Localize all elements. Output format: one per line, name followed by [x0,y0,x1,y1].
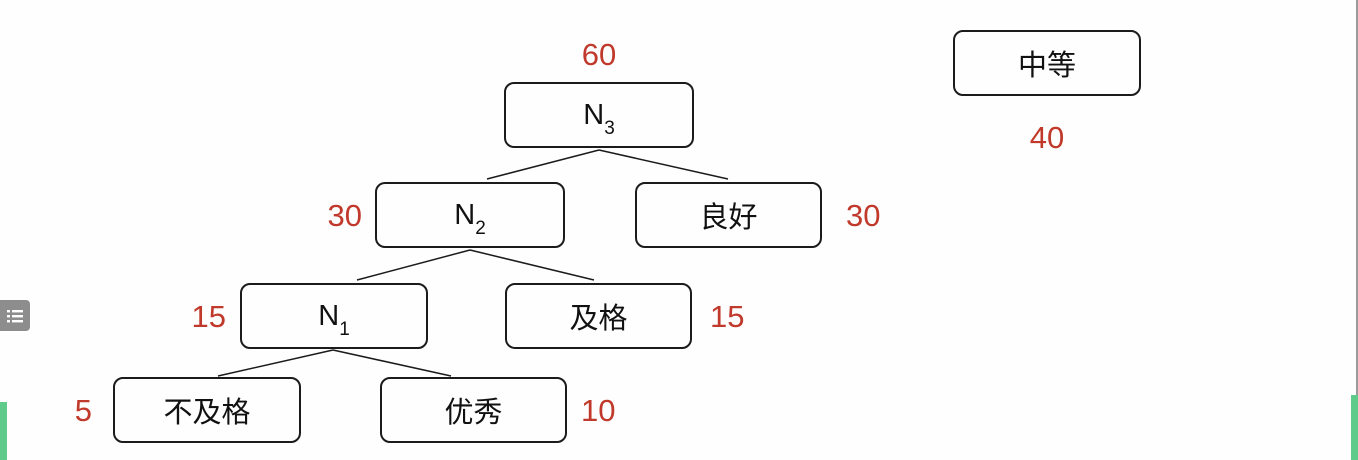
weight-n1: 15 [191,299,226,334]
node-label-jige: 及格 [569,303,628,335]
node-label-n2: N2 [454,198,486,240]
tree-node-n2: N2 [375,182,565,248]
node-label-youxiu: 优秀 [444,397,503,429]
node-label-n3: N3 [583,98,615,140]
node-label-lianghao: 良好 [699,202,758,234]
tree-node-zhongdeng: 中等 [953,30,1141,96]
tree-node-jige: 及格 [505,283,692,349]
tree-node-bujige: 不及格 [113,377,301,443]
edge-n2-n1 [356,249,471,281]
weight-n3: 60 [581,37,617,72]
node-label-zhongdeng: 中等 [1017,50,1076,82]
weight-n2: 30 [327,198,362,233]
node-label-bujige: 不及格 [163,397,251,429]
weight-zhongdeng: 40 [1029,120,1065,155]
weight-jige: 15 [710,299,745,334]
node-label-n1: N1 [318,299,350,341]
edge-n3-n2 [486,149,600,180]
right-green-edge-bar [1351,395,1358,460]
list-panel-button[interactable] [0,300,30,331]
edge-n3-lianghao [598,149,729,180]
left-green-edge-bar [0,402,7,460]
weight-bujige: 5 [74,393,92,428]
tree-node-n1: N1 [240,283,428,349]
bullet-list-icon [7,309,23,322]
edge-n1-youxiu [332,349,452,377]
weight-lianghao: 30 [846,198,881,233]
tree-node-youxiu: 优秀 [380,377,567,443]
weight-youxiu: 10 [581,393,616,428]
right-edge-divider [1356,0,1358,460]
tree-node-lianghao: 良好 [635,182,822,248]
edge-n2-jige [469,249,595,281]
tree-node-n3: N3 [504,82,694,148]
edge-n1-bujige [217,349,334,377]
